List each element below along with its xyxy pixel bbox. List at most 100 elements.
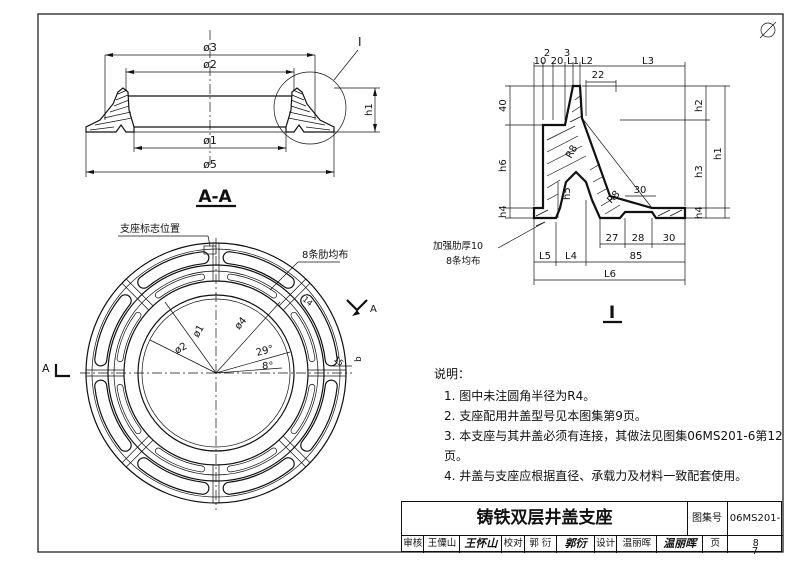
plan-phi2: ø2: [173, 341, 189, 357]
dim-right-h1: h1: [713, 147, 724, 160]
dim-left-h5: h5: [562, 187, 573, 200]
dim-phi1: ø1: [203, 134, 217, 147]
section-title: A-A: [198, 187, 232, 207]
title-block: 铸铁双层井盖支座 图集号 06MS201-7 审核 王僳山 王怀山 校对 郭 衍…: [401, 501, 783, 557]
notes-heading: 说明：: [434, 367, 471, 381]
plan-dim-b: b: [354, 356, 364, 362]
dim-top-22: 22: [592, 70, 605, 81]
inner-slot: [116, 311, 142, 363]
outer-slot: [222, 457, 295, 495]
rib-line: [282, 435, 311, 464]
drawing-title: 铸铁双层井盖支座: [402, 502, 688, 536]
section-marker-left-letter: A: [42, 362, 50, 375]
dim-top-2: 2: [544, 48, 550, 59]
dim-bottom-27: 27: [606, 233, 619, 244]
designer-name: 温丽晖: [617, 535, 658, 553]
reviewer-name: 王僳山: [424, 535, 461, 553]
inner-slot: [154, 273, 206, 299]
ribs-label: 8条肋均布: [302, 248, 348, 261]
plan-angle-8: 8°: [262, 361, 273, 372]
rib-line: [278, 278, 307, 307]
rib-line: [125, 278, 154, 307]
dim-h1-section: h1: [364, 103, 375, 116]
outer-slot: [137, 457, 210, 495]
note-item-1: 1. 图中未注圆角半径为R4。: [444, 389, 596, 403]
plan-view: 支座标志位置 8条肋均布 ø1 ø2 ø4 29° 8° 14 15 b A A: [42, 222, 377, 510]
note-item-4: 4. 井盖与支座应根据直径、承载力及材料一致配套使用。: [444, 469, 748, 483]
outer-slot: [222, 251, 295, 289]
dim-phi3: ø3: [203, 41, 217, 54]
detail-view: 2 3 10 20 L1 L2 22 L3 40 h6 h4 h5 h2: [433, 48, 730, 324]
dim-top-L1: L1: [567, 56, 579, 67]
dim-phi5: ø5: [203, 158, 217, 171]
inner-slot: [290, 311, 316, 363]
dim-left-h6: h6: [498, 159, 509, 172]
dim-bottom-L4: L4: [565, 251, 577, 262]
rib-note-2: 8条均布: [446, 255, 481, 267]
dim-bottom-85: 85: [630, 251, 643, 262]
dim-top-10: 10: [534, 56, 547, 67]
note-item-2: 2. 支座配用井盖型号见本图集第9页。: [444, 409, 647, 423]
page-number: 8: [752, 538, 759, 549]
dim-30-top: 30: [634, 185, 647, 196]
dim-right-h3: h3: [694, 165, 705, 178]
dim-radius-1: R8: [564, 143, 580, 160]
inner-slot: [154, 447, 206, 473]
dim-top-3: 3: [564, 48, 570, 59]
rib-line: [278, 439, 307, 468]
dim-phi2: ø2: [203, 58, 217, 71]
dim-bottom-30: 30: [663, 233, 676, 244]
plan-angle-29: 29°: [255, 344, 275, 359]
set-number: 06MS201-7: [727, 502, 783, 557]
inner-slot: [226, 273, 278, 299]
dim-left-40: 40: [498, 99, 509, 112]
inner-slot: [226, 447, 278, 473]
inner-slot: [290, 383, 316, 435]
dim-left-h4: h4: [498, 205, 509, 218]
detail-circle: [273, 71, 347, 145]
rib-line: [125, 439, 154, 468]
outer-slot: [300, 294, 338, 367]
note-item-3: 3. 本支座与其井盖必须有连接，其做法见图集06MS201-6第12页。: [444, 429, 783, 463]
rib-line: [121, 435, 150, 464]
review-label: 审核: [402, 535, 425, 553]
sheet-border: [37, 13, 784, 553]
dim-bottom-L5: L5: [539, 251, 551, 262]
dim-top-L3: L3: [642, 56, 654, 67]
designer-signature: 温丽晖: [657, 535, 704, 553]
outer-slot: [137, 251, 210, 289]
dim-top-L2: L2: [581, 56, 593, 67]
dim-top-20: 20: [551, 56, 564, 67]
outer-slot: [94, 294, 132, 367]
check-label: 校对: [502, 535, 525, 553]
section-view: ø3 ø2 ø1 ø5 h1 I A-A: [85, 30, 380, 208]
section-marker-right-letter: A: [370, 304, 377, 315]
detail-title: I: [609, 303, 615, 323]
outer-slot: [300, 379, 338, 452]
notes-block: 说明： 1. 图中未注圆角半径为R4。 2. 支座配用井盖型号见本图集第9页。 …: [432, 364, 792, 486]
section-marker-right: A: [346, 299, 377, 316]
reviewer-signature: 王怀山: [460, 535, 503, 553]
plan-slots: [94, 251, 338, 495]
dim-right-h2: h2: [694, 99, 705, 112]
set-number-label: 图集号: [687, 502, 728, 536]
dim-bottom-L6: L6: [604, 269, 616, 280]
dim-bottom-28: 28: [632, 233, 645, 244]
page-label: 页: [703, 535, 729, 553]
section-profile-left: [85, 87, 135, 133]
dim-right-h4: h4: [694, 206, 705, 219]
corner-mark-icon: [759, 21, 777, 39]
section-marker-left: A: [42, 362, 70, 378]
rib-line: [121, 282, 150, 311]
rib-note-1: 加强肋厚10: [433, 240, 483, 252]
rib-line: [282, 282, 311, 311]
plan-phi1: ø1: [191, 323, 207, 339]
detail-profile: [532, 84, 687, 220]
section-profile-right: [285, 87, 335, 133]
plan-phi4: ø4: [233, 315, 249, 332]
outer-slot: [94, 379, 132, 452]
mark-position-label: 支座标志位置: [120, 222, 180, 235]
signature-row: 审核 王僳山 王怀山 校对 郭 衍 郭衍 设计 温丽晖 温丽晖 页 8: [402, 535, 783, 553]
design-label: 设计: [595, 535, 618, 553]
